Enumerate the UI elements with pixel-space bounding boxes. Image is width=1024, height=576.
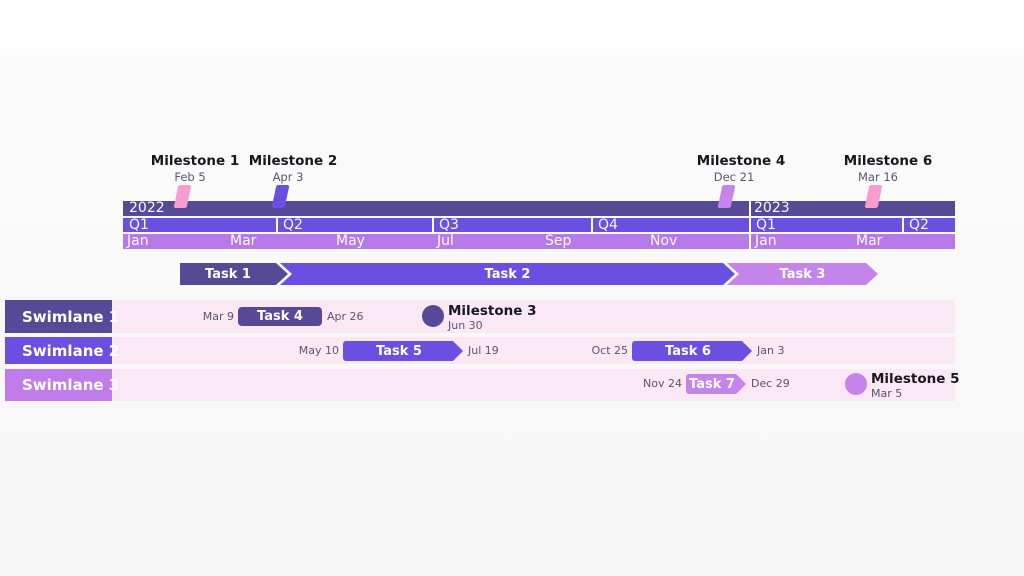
task-bar[interactable]: Task 3 <box>727 263 878 285</box>
milestone-title: Milestone 3 <box>448 303 537 319</box>
quarters-label: Q4 <box>598 216 618 233</box>
years-label: 2022 <box>129 200 165 216</box>
timeline-band-quarters <box>123 217 955 232</box>
quarters-divider <box>749 217 751 232</box>
quarters-label: Q3 <box>439 216 459 233</box>
milestone-title: Milestone 5 <box>871 371 960 387</box>
quarters-divider <box>432 217 434 232</box>
milestone-marker[interactable] <box>422 305 444 327</box>
quarters-divider <box>902 217 904 232</box>
milestone-title: Milestone 4 <box>696 153 786 169</box>
years-label: 2023 <box>754 200 790 216</box>
quarters-label: Q1 <box>756 216 776 233</box>
milestone-marker[interactable] <box>845 373 867 395</box>
months-label: Mar <box>856 232 883 249</box>
quarters-divider <box>276 217 278 232</box>
swimlane-label[interactable]: Swimlane 3 <box>5 369 119 401</box>
quarters-label: Q2 <box>909 216 929 233</box>
task-bar[interactable]: Task 6 <box>632 341 752 361</box>
timeline-band-months <box>123 233 955 249</box>
years-divider <box>749 201 751 216</box>
task-bar[interactable]: Task 5 <box>343 341 463 361</box>
milestone-date: Mar 5 <box>871 387 903 400</box>
swimlane-label[interactable]: Swimlane 1 <box>5 300 119 333</box>
quarters-divider <box>591 217 593 232</box>
months-label: Sep <box>545 232 572 249</box>
quarters-label: Q2 <box>283 216 303 233</box>
months-label: Mar <box>230 232 257 249</box>
task-start-date: Nov 24 <box>643 377 682 390</box>
milestone-date: Dec 21 <box>713 170 755 184</box>
quarters-label: Q1 <box>129 216 149 233</box>
milestone-date: Mar 16 <box>858 170 898 184</box>
milestone-date: Feb 5 <box>174 170 206 184</box>
timeline-band-years <box>123 201 955 216</box>
milestone-title: Milestone 6 <box>843 153 933 169</box>
swimlane-row <box>5 337 955 364</box>
swimlane-label[interactable]: Swimlane 2 <box>5 337 119 364</box>
task-start-date: May 10 <box>298 344 339 357</box>
months-label: May <box>336 232 365 249</box>
months-label: Jan <box>127 232 149 249</box>
task-start-date: Mar 9 <box>202 309 234 323</box>
task-bar[interactable]: Task 1 <box>180 263 288 285</box>
task-bar[interactable]: Task 4 <box>238 307 322 326</box>
task-end-date: Jul 19 <box>468 344 499 357</box>
swimlane-row <box>5 300 955 333</box>
task-end-date: Apr 26 <box>327 309 364 323</box>
months-label: Jan <box>755 232 777 249</box>
task-start-date: Oct 25 <box>591 344 628 357</box>
swimlane-row <box>5 369 955 401</box>
months-label: Jul <box>437 232 454 249</box>
task-bar[interactable]: Task 7 <box>686 374 746 394</box>
task-bar[interactable]: Task 2 <box>280 263 735 285</box>
months-label: Nov <box>650 232 678 249</box>
milestone-date: Apr 3 <box>272 170 304 184</box>
task-end-date: Jan 3 <box>757 344 785 357</box>
task-end-date: Dec 29 <box>751 377 790 390</box>
milestone-title: Milestone 1 <box>150 153 240 169</box>
milestone-date: Jun 30 <box>448 319 483 332</box>
months-divider <box>749 233 751 249</box>
milestone-title: Milestone 2 <box>248 153 338 169</box>
